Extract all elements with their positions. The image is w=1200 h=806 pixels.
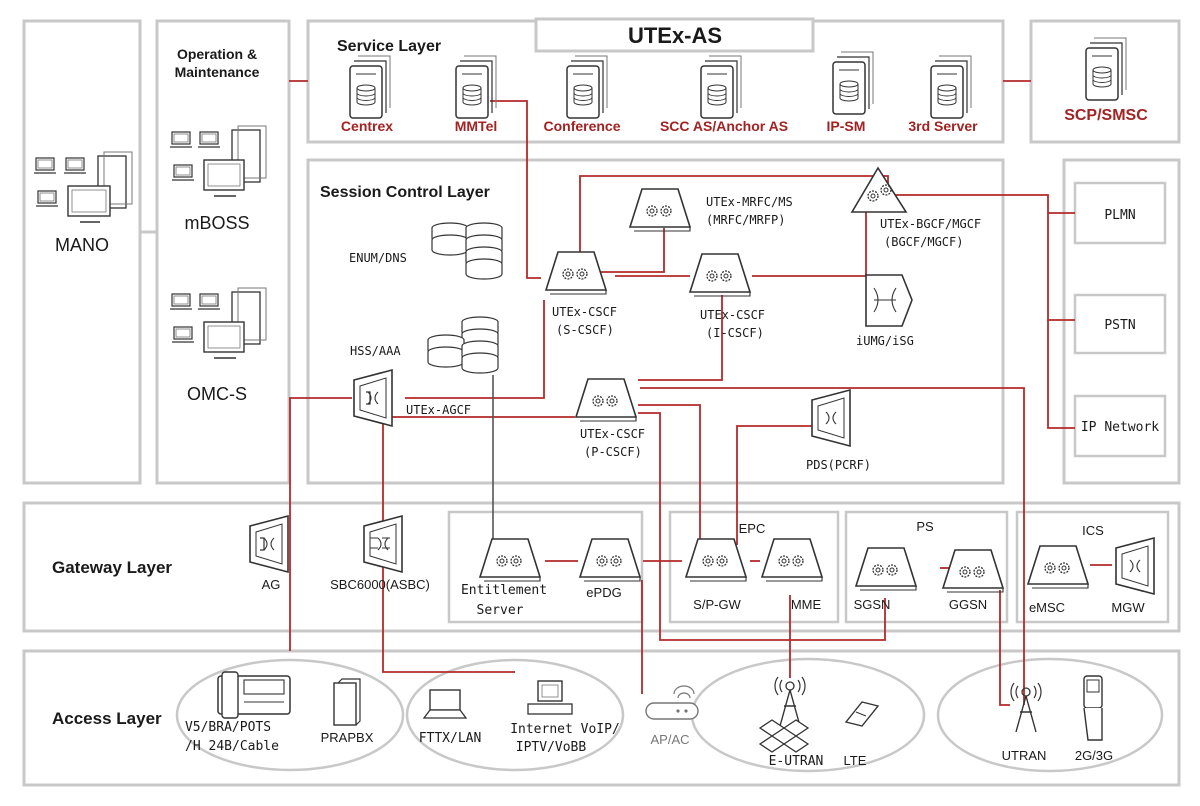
scscf-label-1: UTEx-CSCF [552, 305, 617, 319]
ap-ac-label: AP/AC [650, 732, 689, 747]
pds-label: PDS(PCRF) [806, 458, 871, 472]
scp-smsc-label: SCP/SMSC [1064, 107, 1148, 124]
service-conference: Conference [543, 118, 620, 134]
session-layer-title: Session Control Layer [320, 184, 490, 201]
service-layer-title: Service Layer [337, 38, 441, 55]
pds-pcrf-node [811, 389, 851, 447]
lte-tablet-icon [844, 701, 880, 727]
ap-ac-router-icon [645, 685, 699, 720]
network-ip: IP Network [1081, 420, 1159, 435]
mboss-label: mBOSS [184, 213, 249, 233]
utex-as-title: UTEx-AS [628, 23, 722, 48]
bgcf-label-2: (BGCF/MGCF) [884, 235, 963, 249]
voip-label-1: Internet VoIP/ [510, 722, 620, 737]
spgw-label: S/P-GW [693, 597, 741, 612]
service-ip-sm: IP-SM [827, 118, 866, 134]
pcscf-label-2: (P-CSCF) [584, 445, 642, 459]
utran-label: UTRAN [1002, 748, 1047, 763]
pots-device-icon [217, 671, 291, 719]
prapbx-icon [333, 678, 361, 726]
mgw-label: MGW [1111, 600, 1145, 615]
omcs-workstation-icon [169, 287, 267, 359]
om-title-line1: Operation & [177, 46, 257, 62]
prapbx-label: PRAPBX [321, 730, 374, 745]
ag-label: AG [262, 577, 281, 592]
mme-label: MME [791, 597, 822, 612]
sbc-label: SBC6000(ASBC) [330, 577, 430, 592]
network-plmn: PLMN [1104, 208, 1135, 223]
icscf-label-2: (I-CSCF) [706, 326, 764, 340]
service-centrex: Centrex [341, 118, 393, 134]
mano-label: MANO [55, 235, 109, 255]
entitlement-label-2: Server [477, 603, 524, 618]
bgcf-label-1: UTEx-BGCF/MGCF [880, 217, 981, 231]
laptop-icon [422, 689, 468, 719]
service-3rd-server: 3rd Server [908, 118, 978, 134]
sbc-node [363, 515, 403, 573]
mrfc-label-2: (MRFC/MRFP) [706, 213, 785, 227]
mrfc-label-1: UTEx-MRFC/MS [706, 195, 793, 209]
mano-workstation-icon [33, 151, 133, 223]
enum-dns-label: ENUM/DNS [349, 251, 407, 265]
utex-as-title-box [534, 17, 815, 53]
utex-agcf-node [353, 369, 393, 427]
v5-label-1: V5/BRA/POTS [185, 720, 271, 735]
utex-bgcf-node [850, 166, 908, 213]
mboss-workstation-icon [169, 125, 267, 197]
ggsn-label: GGSN [949, 597, 987, 612]
ag-node [249, 515, 289, 573]
broadband-access-ellipse [405, 658, 625, 772]
eutran-tower-icon [758, 676, 810, 753]
lte-label: LTE [844, 753, 867, 768]
service-scc-as: SCC AS/Anchor AS [660, 118, 788, 134]
entitlement-label-1: Entitlement [461, 583, 547, 598]
desktop-pc-icon [527, 680, 573, 715]
v5-label-2: /H 24B/Cable [185, 739, 279, 754]
mano-panel [22, 19, 142, 485]
om-title-line2: Maintenance [175, 64, 260, 80]
mobile-phone-icon [1083, 675, 1103, 741]
pstn-box [1073, 293, 1167, 355]
epc-label: EPC [739, 521, 766, 536]
agcf-label: UTEx-AGCF [406, 403, 471, 417]
omcs-label: OMC-S [187, 384, 247, 404]
voip-label-2: IPTV/VoBB [516, 740, 587, 755]
ip-network-box [1073, 394, 1167, 458]
emsc-label: eMSC [1029, 600, 1065, 615]
access-layer-title: Access Layer [52, 709, 162, 728]
network-pstn: PSTN [1104, 318, 1135, 333]
scscf-label-2: (S-CSCF) [556, 323, 614, 337]
sgsn-label: SGSN [854, 597, 891, 612]
fttx-label: FTTX/LAN [419, 731, 482, 746]
umts-access-ellipse [936, 657, 1164, 773]
2g3g-label: 2G/3G [1075, 748, 1113, 763]
ics-label: ICS [1082, 523, 1104, 538]
iumg-label: iUMG/iSG [856, 334, 914, 348]
mgw-node [1115, 537, 1155, 595]
om-panel [155, 19, 291, 485]
signal-links [289, 80, 1112, 706]
epdg-label: ePDG [586, 585, 621, 600]
ps-label: PS [916, 519, 934, 534]
service-mmtel: MMTel [455, 118, 498, 134]
iumg-isg-node [865, 274, 913, 327]
pcscf-label-1: UTEx-CSCF [580, 427, 645, 441]
hss-aaa-label: HSS/AAA [350, 344, 401, 358]
icscf-label-1: UTEx-CSCF [700, 308, 765, 322]
eutran-label: E-UTRAN [769, 754, 824, 769]
gateway-layer-title: Gateway Layer [52, 558, 172, 577]
